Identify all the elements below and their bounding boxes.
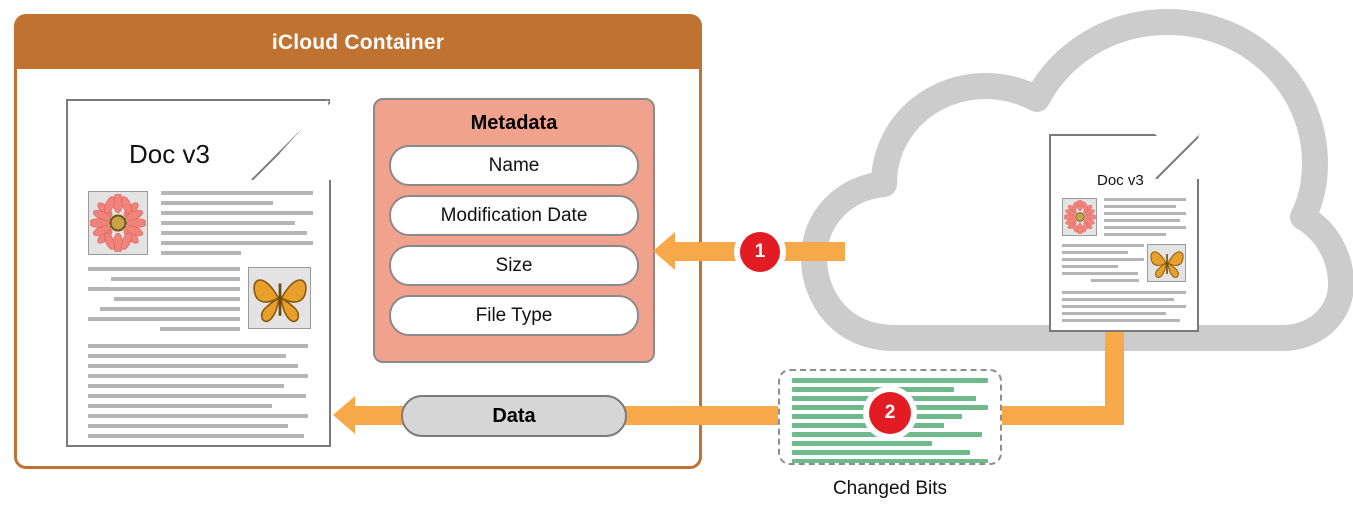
icloud-container-title: iCloud Container [271, 31, 445, 54]
metadata-item-modification-date[interactable]: Modification Date [389, 195, 639, 236]
cloud-to-bits-horizontal-connector [1000, 406, 1124, 425]
document-title: Doc v3 [129, 139, 210, 169]
document-title: Doc v3 [1097, 172, 1144, 189]
metadata-title: Metadata [470, 112, 558, 134]
page-fold-icon [1154, 133, 1200, 179]
metadata-panel: Metadata Name Modification Date Size Fil… [373, 98, 655, 363]
data-label: Data [492, 404, 536, 427]
data-label-pill[interactable]: Data [401, 395, 627, 437]
step-badge-2: 2 [869, 392, 911, 434]
flower-image [88, 191, 148, 255]
metadata-arrow-head [653, 232, 675, 270]
cloud-document: Doc v3 [1049, 133, 1200, 332]
metadata-item-label: File Type [475, 304, 553, 326]
page-fold-icon [251, 99, 332, 180]
icloud-container-header: iCloud Container [17, 17, 699, 69]
data-arrow-head [333, 396, 355, 434]
step-badge-2-number: 2 [869, 392, 911, 434]
butterfly-image [1147, 244, 1186, 282]
flower-image [1062, 198, 1097, 236]
metadata-item-label: Name [488, 154, 540, 176]
changed-bits-label: Changed Bits [832, 478, 948, 499]
butterfly-image [248, 267, 311, 329]
metadata-item-label: Size [495, 254, 533, 276]
metadata-item-size[interactable]: Size [389, 245, 639, 286]
local-document: Doc v3 [66, 97, 333, 447]
cloud-to-bits-vertical-connector [1105, 322, 1124, 416]
step-badge-1-number: 1 [740, 232, 780, 272]
metadata-item-file-type[interactable]: File Type [389, 295, 639, 336]
cloud-icon [800, 8, 1353, 368]
metadata-item-label: Modification Date [440, 204, 588, 226]
metadata-item-name[interactable]: Name [389, 145, 639, 186]
page-fold-edge-icon [249, 97, 333, 181]
step-badge-1: 1 [740, 232, 780, 272]
